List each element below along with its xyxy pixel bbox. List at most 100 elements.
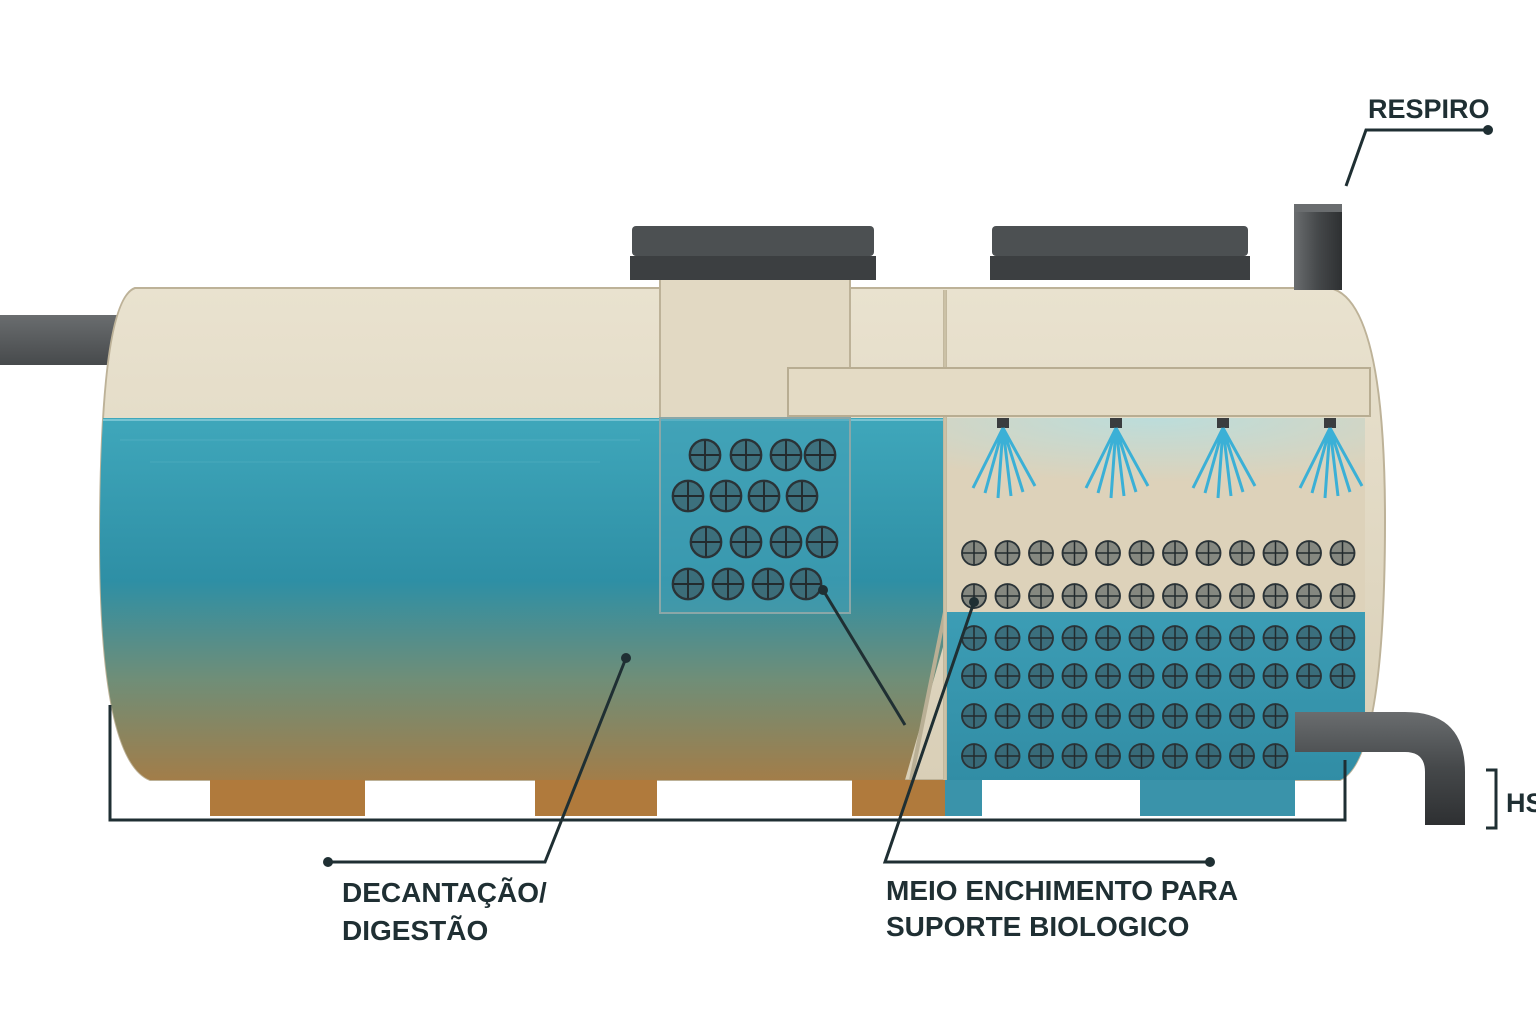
distribution-shelf: [787, 367, 1371, 417]
media-ring: [1296, 625, 1322, 651]
media-ring: [1229, 583, 1255, 609]
media-ring: [688, 438, 722, 472]
media-ring: [1162, 703, 1188, 729]
media-ring: [1195, 583, 1222, 609]
media-ring: [1162, 583, 1188, 609]
media-ring: [1329, 540, 1356, 566]
media-ring: [1061, 743, 1088, 769]
media-ring: [1128, 540, 1155, 566]
media-ring: [751, 567, 785, 601]
media-ring: [711, 567, 745, 601]
media-ring: [785, 479, 819, 513]
media-ring: [1061, 540, 1088, 566]
media-ring: [1296, 663, 1322, 689]
media-ring: [1095, 743, 1121, 769]
media-ring: [1095, 540, 1121, 566]
media-ring: [1262, 663, 1289, 689]
leader-respiro: [1344, 125, 1493, 187]
media-ring: [1195, 663, 1222, 689]
media-ring: [1329, 583, 1356, 609]
base-bracket: [108, 705, 1347, 822]
media-ring: [994, 743, 1021, 769]
media-ring: [994, 663, 1021, 689]
label-decantacao-line1: DECANTAÇÃO/: [342, 877, 547, 908]
spray-nozzle: [1298, 418, 1364, 499]
media-ring: [769, 438, 803, 472]
manhole-cover-left: [630, 226, 876, 280]
media-ring: [1229, 703, 1255, 729]
media-ring: [1061, 583, 1088, 609]
label-meio-line1: MEIO ENCHIMENTO PARA: [886, 875, 1238, 906]
media-ring: [994, 540, 1021, 566]
media-ring: [1128, 743, 1155, 769]
media-ring: [1195, 743, 1222, 769]
media-ring: [1329, 663, 1356, 689]
media-ring: [1128, 663, 1155, 689]
leader-meio-enchimento: [818, 585, 1215, 867]
media-ring: [1262, 703, 1289, 729]
media-ring: [1095, 625, 1121, 651]
media-ring: [769, 525, 803, 559]
label-meio-line2: SUPORTE BIOLOGICO: [886, 911, 1189, 942]
media-ring: [1296, 540, 1322, 566]
media-ring: [1061, 703, 1088, 729]
media-ring: [1028, 663, 1054, 689]
media-ring: [747, 479, 781, 513]
media-ring: [1028, 743, 1054, 769]
media-ring: [805, 525, 839, 559]
label-hs: HS: [1506, 788, 1536, 818]
leader-decantacao: [323, 653, 631, 867]
media-ring: [1329, 625, 1356, 651]
media-ring: [803, 438, 837, 472]
media-ring: [1195, 703, 1222, 729]
hs-bracket: [1486, 768, 1498, 830]
media-ring: [1061, 625, 1088, 651]
media-ring: [961, 540, 987, 566]
spray-nozzle: [1084, 418, 1150, 499]
media-ring: [1262, 625, 1289, 651]
media-ring: [1095, 703, 1121, 729]
media-ring: [709, 479, 743, 513]
outlet-pipe: [1295, 712, 1465, 825]
media-ring: [1028, 583, 1054, 609]
media-ring: [1162, 743, 1188, 769]
media-ring: [1195, 625, 1222, 651]
media-ring: [1028, 625, 1054, 651]
label-respiro: RESPIRO: [1368, 94, 1490, 124]
media-ring: [994, 703, 1021, 729]
media-ring: [1262, 540, 1289, 566]
biological-chamber: [945, 418, 1365, 780]
media-ring: [1061, 663, 1088, 689]
media-ring: [1162, 663, 1188, 689]
media-ring: [1028, 703, 1054, 729]
media-ring: [671, 479, 705, 513]
media-ring: [961, 703, 987, 729]
spray-nozzle: [1191, 418, 1257, 499]
media-ring: [1229, 540, 1255, 566]
media-ring: [1128, 583, 1155, 609]
media-ring: [729, 525, 763, 559]
media-ring: [1229, 625, 1255, 651]
media-ring: [729, 438, 763, 472]
media-ring: [961, 663, 987, 689]
spray-nozzle: [971, 418, 1037, 499]
media-ring: [1162, 625, 1188, 651]
tank-base: [210, 780, 1295, 816]
media-ring: [671, 567, 705, 601]
manhole-cover-right: [990, 226, 1250, 280]
media-ring: [1229, 743, 1255, 769]
media-ring: [1128, 625, 1155, 651]
media-ring: [1095, 663, 1121, 689]
spray-nozzles: [971, 418, 1364, 499]
media-ring: [1296, 583, 1322, 609]
media-ring: [1162, 540, 1188, 566]
media-ring: [1128, 703, 1155, 729]
media-ring: [1262, 743, 1289, 769]
media-ring: [1028, 540, 1054, 566]
media-ring: [1262, 583, 1289, 609]
media-ring: [789, 567, 823, 601]
media-ring: [994, 583, 1021, 609]
media-ring: [994, 625, 1021, 651]
media-ring: [1195, 540, 1222, 566]
